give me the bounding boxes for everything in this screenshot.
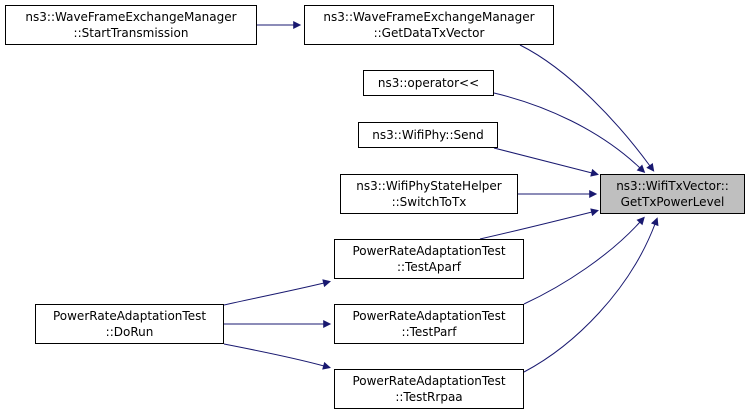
node-label-line: ns3::WaveFrameExchangeManager (323, 10, 535, 24)
node-label-line: ::TestAparf (396, 260, 462, 274)
edge-parf-to-target (523, 216, 645, 305)
node-wave-frame-exchange-manager-start-transmission[interactable]: ns3::WaveFrameExchangeManager::StartTran… (5, 5, 257, 45)
edge-wfem-get-to-target (519, 44, 655, 172)
node-label-line: ns3::WifiPhyStateHelper (356, 179, 502, 193)
node-wifi-phy-send[interactable]: ns3::WifiPhy::Send (358, 122, 498, 148)
edge-aparf-to-target (479, 208, 599, 240)
node-label-line: ::DoRun (105, 325, 154, 339)
node-label-line: ::TestRrpaa (395, 390, 463, 404)
node-power-rate-adaptation-test-aparf[interactable]: PowerRateAdaptationTest::TestAparf (334, 239, 524, 279)
node-label-line: PowerRateAdaptationTest (352, 309, 506, 323)
node-wifi-tx-vector-get-tx-power-level[interactable]: ns3::WifiTxVector::GetTxPowerLevel (600, 174, 745, 214)
node-label-line: ::GetDataTxVector (373, 26, 485, 40)
node-label-line: PowerRateAdaptationTest (52, 309, 207, 323)
edge-rrpaa-to-target (523, 217, 659, 373)
node-label-line: PowerRateAdaptationTest (352, 244, 506, 258)
node-power-rate-adaptation-test-rrpaa[interactable]: PowerRateAdaptationTest::TestRrpaa (334, 369, 524, 409)
node-label-line: ::StartTransmission (73, 26, 189, 40)
edge-op-to-target (493, 92, 646, 173)
edge-dorun-to-rrpaa (223, 343, 331, 370)
node-power-rate-adaptation-test-do-run[interactable]: PowerRateAdaptationTest::DoRun (35, 304, 224, 344)
node-label-line: GetTxPowerLevel (620, 195, 725, 209)
node-power-rate-adaptation-test-parf[interactable]: PowerRateAdaptationTest::TestParf (334, 304, 524, 344)
edge-send-to-target (493, 147, 599, 177)
node-operator-shift[interactable]: ns3::operator<< (363, 70, 494, 96)
node-label-line: ::TestParf (401, 325, 457, 339)
node-wave-frame-exchange-manager-get-data-tx-vector[interactable]: ns3::WaveFrameExchangeManager::GetDataTx… (304, 5, 554, 45)
node-label-line: ns3::WifiTxVector:: (616, 179, 729, 193)
node-label-line: ::SwitchToTx (391, 195, 467, 209)
node-label-line: PowerRateAdaptationTest (352, 374, 506, 388)
edge-dorun-to-aparf (223, 279, 331, 306)
node-wifi-phy-state-helper-switch-to-tx[interactable]: ns3::WifiPhyStateHelper::SwitchToTx (340, 174, 518, 214)
node-label-line: ns3::WifiPhy::Send (372, 128, 484, 142)
node-label-line: ns3::WaveFrameExchangeManager (25, 10, 237, 24)
node-label-line: ns3::operator<< (377, 76, 480, 90)
